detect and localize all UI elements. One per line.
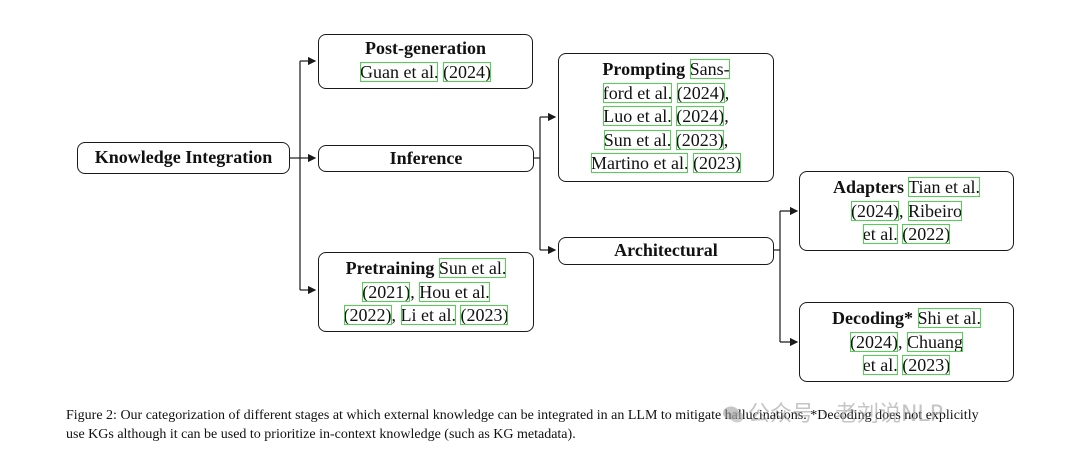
citation-link[interactable]: Shi et al. bbox=[917, 308, 981, 328]
node-inference: Inference bbox=[318, 145, 534, 172]
citation-year-link[interactable]: (2024) bbox=[442, 61, 491, 82]
node-label: Architectural bbox=[614, 240, 718, 260]
citation-year-link[interactable]: (2023) bbox=[460, 305, 509, 325]
citation-year-link[interactable]: (2022) bbox=[902, 224, 951, 244]
citation-year-link[interactable]: (2024) bbox=[851, 200, 899, 221]
citation-link[interactable]: Guan et al. bbox=[360, 61, 439, 82]
citation-year-link[interactable]: (2024) bbox=[850, 331, 898, 352]
node-pretraining: Pretraining Sun et al. (2021), Hou et al… bbox=[318, 252, 534, 332]
citation-link[interactable]: Sun et al. bbox=[603, 129, 672, 150]
citation-year-link[interactable]: (2023) bbox=[692, 153, 741, 173]
citation-year-link[interactable]: (2023) bbox=[902, 355, 951, 375]
caption-line-2: use KGs although it can be used to prior… bbox=[66, 427, 576, 442]
node-label: Post-generation bbox=[365, 38, 486, 58]
citation-year-link[interactable]: (2024) bbox=[676, 106, 725, 126]
node-knowledge-integration: Knowledge Integration bbox=[77, 142, 290, 174]
node-prompting: Prompting Sans- ford et al. (2024), Luo … bbox=[558, 53, 774, 182]
node-label: Adapters bbox=[832, 177, 904, 197]
citation-link[interactable]: Sun et al. bbox=[438, 258, 507, 278]
tree-connectors bbox=[290, 56, 799, 347]
node-architectural: Architectural bbox=[558, 237, 774, 265]
citation-link[interactable]: Chuang bbox=[907, 331, 963, 352]
citation-link[interactable]: Hou et al. bbox=[419, 281, 490, 302]
node-label: Knowledge Integration bbox=[94, 147, 273, 167]
caption-line-1: Figure 2: Our categorization of differen… bbox=[66, 408, 979, 423]
node-label: Pretraining bbox=[345, 258, 435, 278]
citation-link[interactable]: Luo et al. bbox=[603, 106, 672, 126]
citation-link[interactable]: Martino et al. bbox=[591, 153, 689, 173]
node-post-generation: Post-generation Guan et al. (2024) bbox=[318, 34, 533, 89]
citation-year-link[interactable]: (2021) bbox=[362, 281, 411, 302]
citation-year-link[interactable]: (2024) bbox=[676, 82, 725, 103]
citation-year-link[interactable]: (2023) bbox=[675, 129, 724, 150]
node-label: Prompting bbox=[602, 59, 686, 79]
citation-link[interactable]: Sans- bbox=[689, 59, 730, 79]
node-label: Inference bbox=[389, 148, 463, 168]
citation-link[interactable]: ford et al. bbox=[602, 82, 673, 103]
citation-link[interactable]: Tian et al. bbox=[908, 177, 981, 197]
figure-caption: Figure 2: Our categorization of differen… bbox=[66, 406, 1076, 444]
citation-link[interactable]: Li et al. bbox=[400, 305, 456, 325]
citation-link[interactable]: et al. bbox=[862, 355, 898, 375]
node-adapters: Adapters Tian et al. (2024), Ribeiro et … bbox=[799, 171, 1014, 251]
node-label: Decoding* bbox=[832, 308, 913, 328]
node-decoding: Decoding* Shi et al. (2024), Chuang et a… bbox=[799, 302, 1014, 382]
citation-link[interactable]: Ribeiro bbox=[908, 200, 962, 221]
citation-year-link[interactable]: (2022) bbox=[343, 305, 392, 325]
citation-link[interactable]: et al. bbox=[862, 224, 898, 244]
